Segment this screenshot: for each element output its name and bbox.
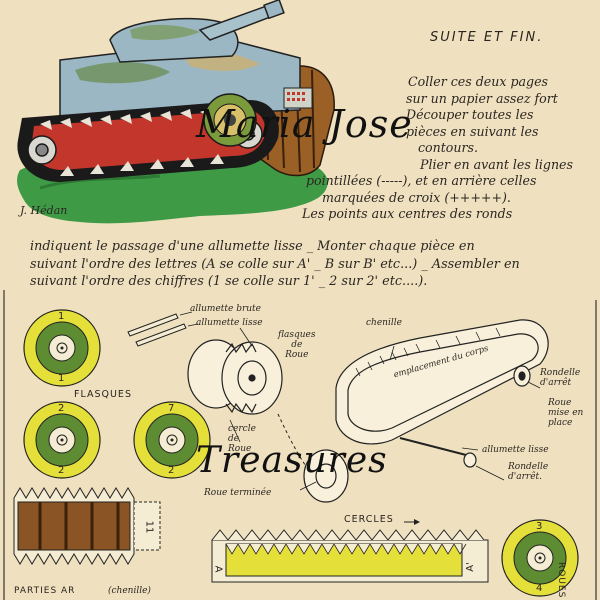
label-allumette-brute: allumette brute [190,304,262,314]
label-roues-edge: ROUES [556,562,566,599]
track-tab-number: 11 [143,520,155,534]
wheel-disc-3 [501,519,579,597]
wheel-number: 1 [58,373,65,384]
watermark-line2: Treasures [196,440,388,481]
wheel-number: 2 [58,403,65,414]
label-allumette-lisse-2: allumette lisse [482,445,549,455]
label-cercle-de-roue: cercle de Roue [228,424,256,454]
strip-letter-right: A' [464,562,476,572]
axle-washer-drawing [399,365,531,468]
instruction-line: indiquent le passage d'une allumette lis… [30,239,475,254]
instructions-wide: indiquent le passage d'une allumette lis… [30,238,596,291]
instruction-line: Coller ces deux pages [408,74,549,89]
wheel-disc-2 [23,401,101,479]
finished-wheel-drawing [303,449,349,503]
label-rondelle-arret-bottom: Rondelle d'arrêt. [508,462,549,482]
label-allumette-lisse: allumette lisse [196,318,263,328]
instructions-block: Coller ces deux pages sur un papier asse… [302,74,598,223]
label-cercles: CERCLES [344,514,394,525]
assembly-diagram [3,290,597,600]
wheel-number: 1 [58,311,65,322]
label-roue-terminee: Roue terminée [204,488,272,498]
page-title: SUITE ET FIN. [430,30,544,45]
wheel-number: 4 [536,583,543,594]
instruction-line: pièces en suivant les [406,123,539,139]
instruction-line: marquées de croix (+++++). [322,189,511,205]
circle-strip [211,529,489,583]
wheel-number: 2 [168,465,175,476]
instruction-line: suivant l'ordre des lettres (A se colle … [30,256,520,272]
label-parties-ar: PARTIES AR [14,586,76,596]
wheel-number: 7 [168,403,175,414]
label-chenille-bottom: (chenille) [108,586,151,596]
instruction-line: contours. [418,140,478,155]
wheel-number: 2 [58,465,65,476]
wheel-assembly-drawing [187,339,283,415]
wheel-number: 3 [536,521,543,532]
tank-illustration [17,0,335,224]
instruction-line: sur un papier assez fort [406,90,558,106]
strip-letter-left: A [212,565,224,573]
instruction-line: Découper toutes les [406,107,534,122]
label-flasques: FLASQUES [74,389,132,400]
wheel-disc-7 [133,401,211,479]
artist-signature: J. Hédan [20,204,68,217]
matchsticks-drawing [127,313,187,347]
instruction-line: Plier en avant les lignes [420,156,573,172]
label-chenille: chenille [366,318,402,328]
track-part-rear [13,487,161,565]
wheel-disc-1 [23,309,101,387]
instruction-line: pointillées (-----), et en arrière celle… [306,173,537,188]
label-flasques-de-roue: flasques de Roue [278,330,316,360]
instruction-line: suivant l'ordre des chiffres (1 se colle… [30,274,428,289]
label-rondelle-arret-top: Rondelle d'arrêt [540,368,581,388]
label-roue-mise-en-place: Roue mise en place [548,398,584,428]
watermark-line1: Maria Jose [196,102,413,146]
tank-sprocket [203,93,257,147]
instruction-line: Les points aux centres des ronds [302,206,513,221]
